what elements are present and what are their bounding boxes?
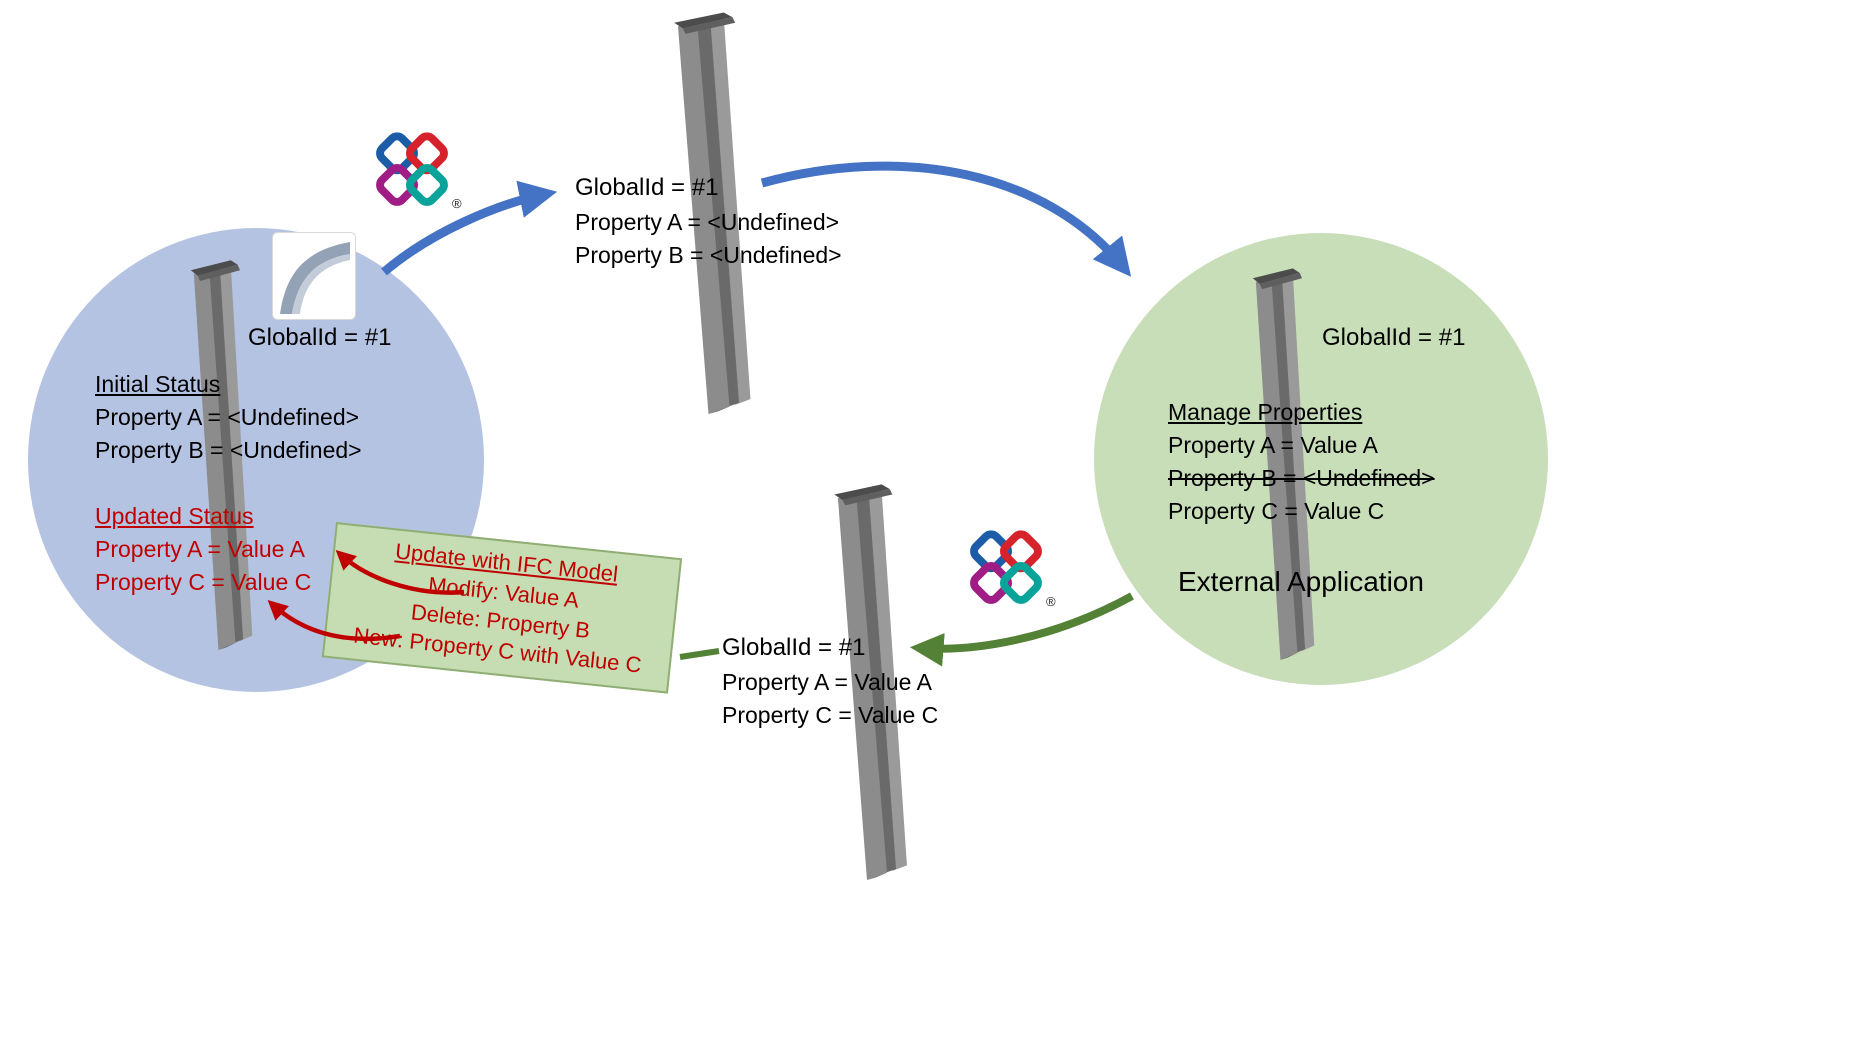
updated-status-title: Updated Status (95, 503, 254, 529)
initial-status-block: Initial Status Property A = <Undefined> … (95, 368, 362, 467)
property-line: Property B = <Undefined> (95, 437, 362, 463)
globalid-label: GlobalId = #1 (1322, 324, 1466, 351)
updated-status-block: Updated Status Property A = Value A Prop… (95, 500, 311, 599)
property-line-removed: Property B = <Undefined> (1168, 465, 1435, 491)
ifc-logo-icon (366, 126, 458, 214)
manage-properties-block: Manage Properties Property A = Value A P… (1168, 396, 1435, 528)
globalid-label: GlobalId = #1 (575, 174, 719, 201)
external-globalid: GlobalId = #1 (1322, 320, 1465, 356)
property-line: Property A = <Undefined> (95, 404, 360, 430)
property-line: Property A = Value A (722, 669, 932, 695)
globalid-label: GlobalId = #1 (722, 634, 866, 661)
ifc-return-text: GlobalId = #1 Property A = Value A Prope… (722, 630, 938, 732)
update-note-box: Update with IFC Model Modify: Value A De… (321, 522, 683, 694)
note-connector-line (679, 648, 720, 660)
archicad-logo-icon (272, 232, 356, 320)
external-application-label: External Application (1178, 566, 1424, 597)
external-app-circle (1094, 233, 1548, 685)
registered-mark: ® (1046, 594, 1056, 609)
authoring-globalid: GlobalId = #1 (248, 320, 391, 356)
ifc-export-text: GlobalId = #1 Property A = <Undefined> P… (575, 170, 842, 272)
property-line: Property B = <Undefined> (575, 242, 842, 268)
property-line: Property C = Value C (95, 569, 312, 595)
registered-mark: ® (452, 196, 462, 211)
property-line: Property C = Value C (722, 702, 939, 728)
globalid-label: GlobalId = #1 (248, 324, 392, 351)
property-line: Property A = Value A (1168, 432, 1378, 458)
property-line: Property C = Value C (1168, 498, 1385, 524)
property-line: Property A = Value A (95, 536, 305, 562)
manage-properties-title: Manage Properties (1168, 399, 1363, 425)
property-line: Property A = <Undefined> (575, 209, 840, 235)
ifc-logo-icon (960, 524, 1052, 612)
initial-status-title: Initial Status (95, 371, 221, 397)
